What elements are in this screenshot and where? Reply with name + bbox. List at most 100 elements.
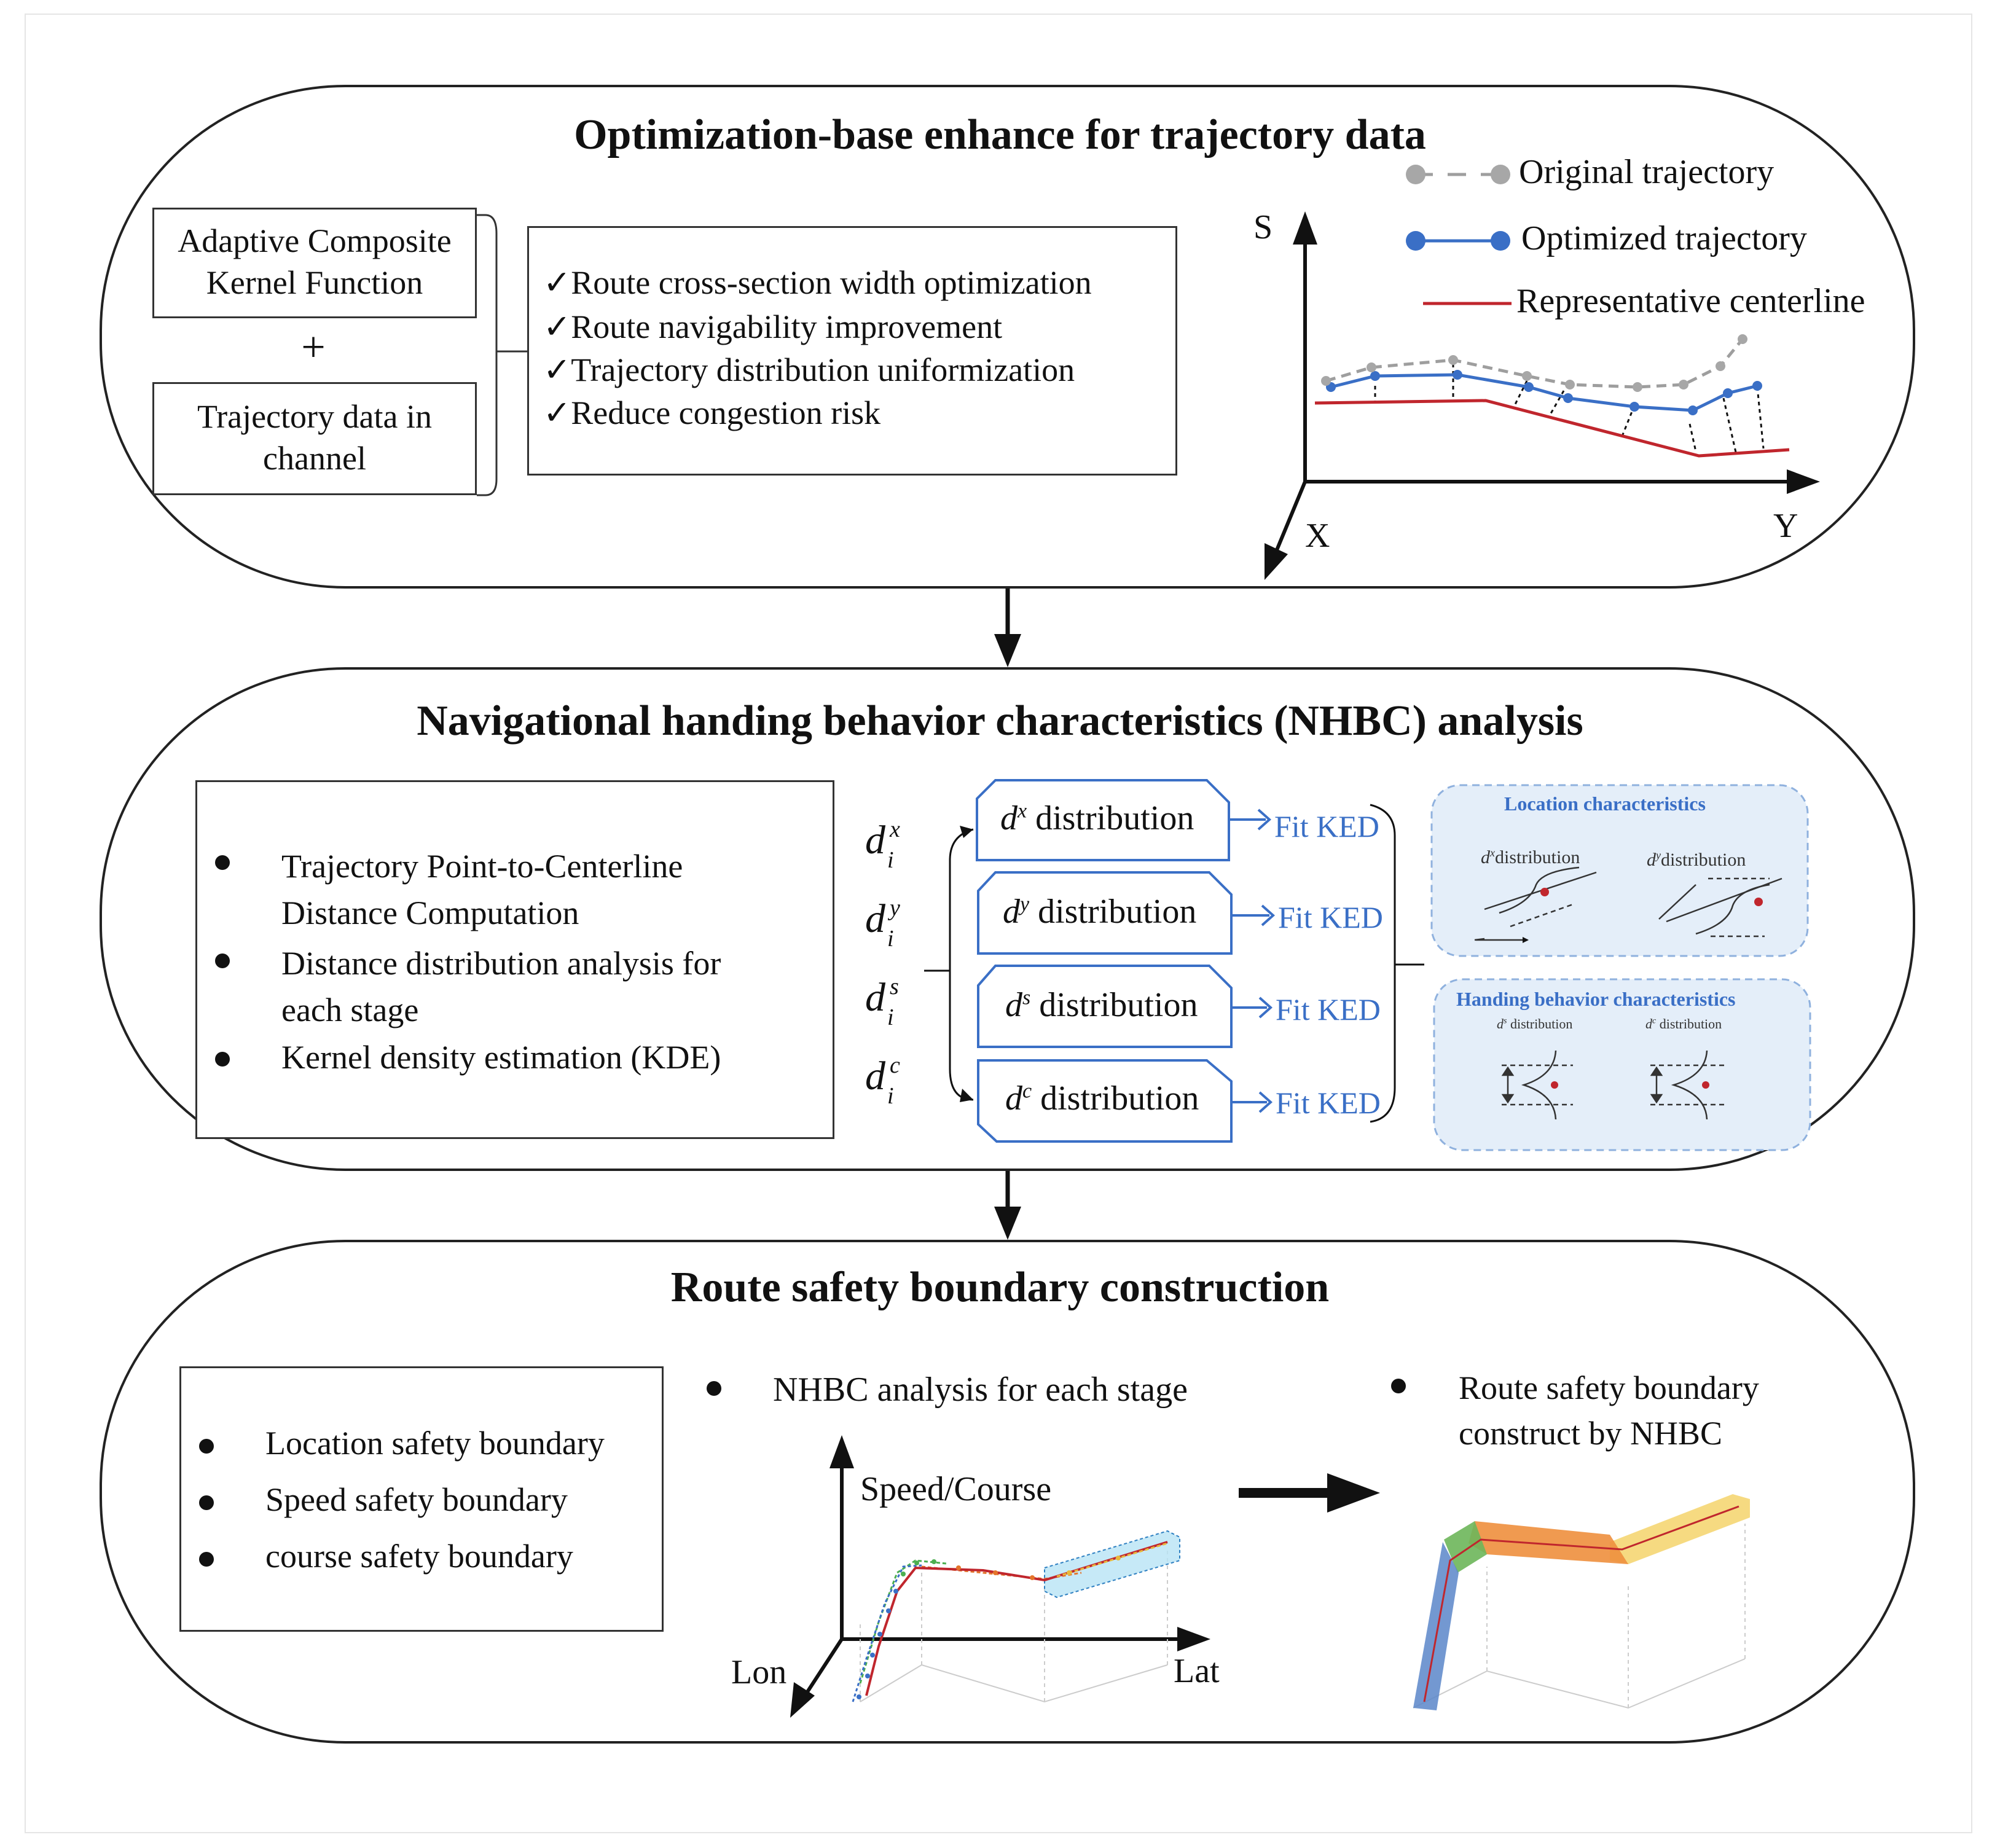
lat-axis-label: Lat	[1174, 1652, 1220, 1690]
boundary-types-box	[179, 1366, 664, 1632]
location-dy-label: dydistribution	[1647, 849, 1746, 870]
bullet	[215, 953, 230, 968]
handling-dc-point	[1702, 1081, 1709, 1089]
trajectory-data-label: Trajectory data in channel	[197, 398, 432, 477]
construction-arrow-head	[1327, 1473, 1380, 1513]
lon-axis	[803, 1638, 844, 1697]
drop-lines	[1374, 364, 1765, 453]
stage-curve-yellow	[1056, 1542, 1168, 1578]
handling-dc-label: dc distribution	[1645, 1016, 1722, 1032]
centerline-series	[1314, 399, 1790, 458]
stage-highlight-box	[1044, 1530, 1180, 1599]
nhbc-steps-box	[195, 780, 834, 1139]
route-boundary-label: Route safety boundary construct by NHBC	[1459, 1369, 1759, 1452]
handling-ds-point	[1551, 1081, 1558, 1089]
dist-box-s	[977, 965, 1233, 1048]
location-dy-point	[1754, 898, 1763, 906]
x-axis-head	[1265, 543, 1288, 580]
panel-nhbc-analysis	[100, 667, 1915, 1171]
x-axis	[1274, 480, 1307, 554]
boundary-band-blue	[1413, 1542, 1459, 1710]
lon-axis-head	[790, 1682, 815, 1718]
bullet	[215, 1052, 230, 1067]
handling-panel	[1433, 978, 1811, 1151]
kernel-function-label: Adaptive Composite Kernel Function	[178, 222, 452, 301]
fit-ked-s: Fit KED	[1276, 992, 1381, 1027]
s-axis-label: S	[1253, 208, 1273, 246]
original-points	[1321, 334, 1747, 392]
boundary-band-green	[1444, 1521, 1487, 1573]
fit-arrows	[1230, 808, 1276, 1113]
benefit-4: ✓Reduce congestion risk	[543, 394, 881, 431]
dist-label-x: dx distribution	[1000, 799, 1194, 837]
speed-axis-head	[829, 1435, 854, 1468]
speed-course-axis-label: Speed/Course	[860, 1470, 1052, 1508]
ground-projection	[860, 1548, 1168, 1703]
location-dx-label: dxdistribution	[1481, 847, 1580, 867]
nhbc-step-2: Distance distribution analysis for each …	[281, 945, 721, 1028]
y-axis-label: Y	[1773, 507, 1798, 545]
boundary-band-yellow	[1610, 1494, 1750, 1564]
panel1-bracket	[477, 214, 498, 496]
stage-curve-red	[865, 1541, 1168, 1696]
benefits-box	[527, 226, 1177, 476]
panel1-title: Optimization-base enhance for trajectory…	[574, 111, 1426, 159]
boundary-location: Location safety boundary	[265, 1425, 605, 1462]
dist-box-y	[977, 871, 1233, 955]
legend-optimized-symbol	[1406, 231, 1510, 251]
location-characteristics-title: Location characteristics	[1504, 793, 1706, 815]
handling-dc-sketch	[1650, 1050, 1725, 1120]
panel-route-safety-boundary	[100, 1240, 1915, 1744]
bullet	[215, 855, 230, 870]
nhbc-step-3: Kernel density estimation (KDE)	[281, 1039, 721, 1076]
boundary-band-orange	[1469, 1521, 1628, 1564]
stage-curve-blue	[852, 1564, 922, 1702]
legend-original-label: Original trajectory	[1519, 153, 1775, 191]
handling-ds-sketch	[1501, 1050, 1573, 1120]
location-dx-point	[1540, 888, 1549, 896]
handling-ds-label: ds distribution	[1497, 1016, 1573, 1032]
legend-optimized-label: Optimized trajectory	[1521, 219, 1807, 257]
legend-centerline-label: Representative centerline	[1516, 282, 1865, 320]
x-axis-label: X	[1305, 517, 1330, 555]
nhbc-stage-label: NHBC analysis for each stage	[773, 1371, 1188, 1409]
boundary-ground	[1413, 1524, 1746, 1709]
boundary-course: course safety boundary	[265, 1538, 573, 1575]
dist-box-c	[977, 1059, 1233, 1143]
dist-box-x	[976, 779, 1230, 861]
legend-original-symbol	[1406, 165, 1510, 184]
lon-axis-label: Lon	[731, 1653, 787, 1691]
fit-bracket	[1370, 804, 1396, 1123]
benefit-1: ✓Route cross-section width optimization	[543, 264, 1092, 301]
dist-label-c: dc distribution	[1005, 1079, 1199, 1118]
nhbc-step-1: Trajectory Point-to-Centerline Distance …	[281, 848, 683, 931]
outer-frame	[25, 14, 1972, 1833]
plus-sign: +	[301, 324, 326, 371]
boundary-speed: Speed safety boundary	[265, 1481, 568, 1518]
panel-trajectory-optimization	[100, 85, 1915, 589]
boundary-centerline	[1423, 1505, 1739, 1702]
fit-ked-x: Fit KED	[1274, 809, 1379, 844]
panel2-title: Navigational handing behavior characteri…	[417, 697, 1583, 745]
kernel-function-box	[152, 208, 477, 318]
y-axis-head	[1787, 469, 1820, 494]
handling-characteristics-title: Handing behavior characteristics	[1456, 988, 1736, 1010]
lat-axis-head	[1177, 1627, 1210, 1651]
panel3-title: Route safety boundary construction	[670, 1264, 1330, 1311]
s-axis-head	[1293, 211, 1317, 245]
benefit-2: ✓Route navigability improvement	[543, 308, 1003, 345]
benefit-3: ✓Trajectory distribution uniformization	[543, 351, 1075, 388]
stage-curve-green	[859, 1559, 947, 1684]
location-panel	[1430, 784, 1809, 957]
fit-ked-c: Fit KED	[1276, 1086, 1381, 1120]
